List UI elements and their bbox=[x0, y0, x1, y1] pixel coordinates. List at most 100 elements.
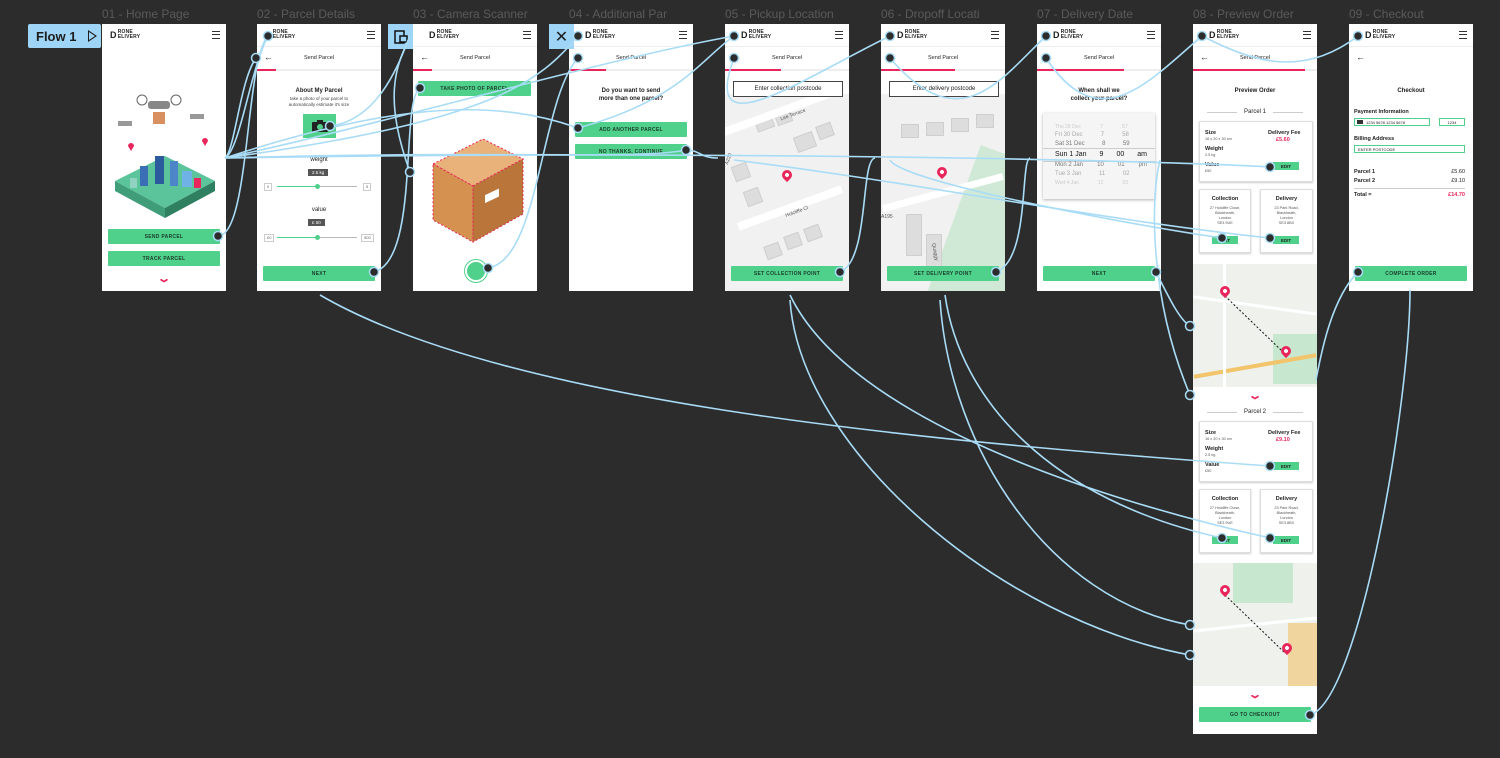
header-title: Send Parcel bbox=[772, 55, 802, 61]
edit-button[interactable]: EDIT bbox=[1273, 162, 1299, 170]
map-pin-icon bbox=[934, 164, 950, 180]
collection-postcode-input[interactable]: Enter collection postcode bbox=[733, 81, 843, 97]
next-button[interactable]: NEXT bbox=[1043, 266, 1155, 281]
frame-title[interactable]: 01 - Home Page bbox=[102, 7, 190, 21]
edit-button[interactable]: EDIT bbox=[1273, 536, 1299, 544]
continue-button[interactable]: NO THANKS, CONTINUE bbox=[575, 144, 687, 159]
back-arrow-icon[interactable]: ← bbox=[576, 52, 585, 62]
chevron-down-icon[interactable]: ⌄ bbox=[1247, 689, 1263, 701]
frame-title[interactable]: 07 - Delivery Date bbox=[1037, 7, 1134, 21]
frame-title[interactable]: 05 - Pickup Location bbox=[725, 7, 834, 21]
map-pin-icon bbox=[779, 167, 795, 183]
chevron-down-icon[interactable]: ⌄ bbox=[1247, 390, 1263, 402]
route-map[interactable] bbox=[1193, 563, 1317, 686]
menu-icon[interactable] bbox=[1147, 31, 1155, 39]
question-line-2: more than one parcel? bbox=[598, 96, 664, 102]
dropoff-map[interactable]: A195 Quaggy bbox=[881, 94, 1005, 291]
back-arrow-icon[interactable]: ← bbox=[420, 52, 429, 62]
edit-button[interactable]: EDIT bbox=[1273, 462, 1299, 470]
menu-icon[interactable] bbox=[1459, 31, 1467, 39]
take-photo-button[interactable]: TAKE PHOTO OF PARCEL bbox=[418, 81, 531, 96]
edit-button[interactable]: EDIT bbox=[1212, 236, 1238, 244]
edit-button[interactable]: EDIT bbox=[1273, 236, 1299, 244]
menu-icon[interactable] bbox=[1303, 31, 1311, 39]
shutter-button[interactable] bbox=[465, 260, 487, 282]
frame-title[interactable]: 03 - Camera Scanner bbox=[413, 7, 528, 21]
route-map[interactable] bbox=[1193, 264, 1317, 387]
go-to-checkout-button[interactable]: GO TO CHECKOUT bbox=[1199, 707, 1311, 722]
slider-knob[interactable] bbox=[315, 184, 320, 189]
weight-slider[interactable] bbox=[277, 184, 357, 189]
send-parcel-button[interactable]: SEND PARCEL bbox=[108, 229, 220, 244]
back-arrow-icon[interactable]: ← bbox=[1356, 52, 1365, 62]
cvv-input[interactable]: 1234 bbox=[1439, 118, 1465, 126]
credit-card-icon bbox=[1357, 120, 1363, 124]
header-title: Send Parcel bbox=[1084, 55, 1114, 61]
frame-title[interactable]: 02 - Parcel Details bbox=[257, 7, 356, 21]
menu-icon[interactable] bbox=[212, 31, 220, 39]
payment-label: Payment Information bbox=[1354, 109, 1409, 115]
track-parcel-button[interactable]: TRACK PARCEL bbox=[108, 251, 220, 266]
back-arrow-icon[interactable]: ← bbox=[888, 52, 897, 62]
frame-title[interactable]: 08 - Preview Order bbox=[1193, 7, 1294, 21]
menu-icon[interactable] bbox=[367, 31, 375, 39]
frame-title[interactable]: 04 - Additional Par bbox=[569, 7, 668, 21]
delivery-card: Delivery 23 Park Road, Blackheath, Londo… bbox=[1260, 189, 1313, 253]
preview-title: Preview Order bbox=[1234, 88, 1276, 94]
camera-button[interactable] bbox=[303, 114, 336, 138]
back-arrow-icon[interactable]: ← bbox=[1200, 52, 1209, 62]
header-title: Send Parcel bbox=[928, 55, 958, 61]
billing-postcode-input[interactable]: ENTER POSTCODE bbox=[1354, 145, 1465, 153]
back-arrow-icon[interactable]: ← bbox=[732, 52, 741, 62]
flow-start-tag[interactable]: Flow 1 bbox=[28, 24, 101, 48]
parcel-title: About My Parcel bbox=[295, 88, 343, 94]
back-arrow-icon[interactable]: ← bbox=[1044, 52, 1053, 62]
card-number-input[interactable]: 1234 5678 1234 5678 bbox=[1354, 118, 1430, 126]
sub-header: ←Send Parcel bbox=[413, 46, 537, 69]
device-icon[interactable] bbox=[388, 24, 413, 49]
close-icon[interactable]: ✕ bbox=[549, 24, 574, 49]
menu-icon[interactable] bbox=[523, 31, 531, 39]
frame-title[interactable]: 09 - Checkout bbox=[1349, 7, 1424, 21]
frame-title[interactable]: 06 - Dropoff Locati bbox=[881, 7, 980, 21]
menu-icon[interactable] bbox=[835, 31, 843, 39]
weight-label: weight bbox=[310, 157, 328, 163]
pickup-map[interactable]: Lee Terrace Holcliffe Cl A220 bbox=[725, 94, 849, 291]
set-collection-point-button[interactable]: SET COLLECTION POINT bbox=[731, 266, 843, 281]
menu-icon[interactable] bbox=[991, 31, 999, 39]
total-value: £14.70 bbox=[1448, 192, 1465, 198]
billing-label: Billing Address bbox=[1354, 136, 1395, 142]
chevron-down-icon[interactable]: ⌄ bbox=[156, 273, 172, 285]
collection-card: Collection 27 Holcliffe Close, Blackheat… bbox=[1199, 189, 1251, 253]
add-another-parcel-button[interactable]: ADD ANOTHER PARCEL bbox=[575, 122, 687, 137]
back-arrow-icon[interactable]: ← bbox=[264, 52, 273, 62]
value-slider[interactable] bbox=[277, 235, 357, 240]
question-line-1: When shall we bbox=[1078, 88, 1120, 94]
collection-card: Collection 27 Holcliffe Close, Blackheat… bbox=[1199, 489, 1251, 553]
set-delivery-point-button[interactable]: SET DELIVERY POINT bbox=[887, 266, 999, 281]
next-button[interactable]: NEXT bbox=[263, 266, 375, 281]
slider-knob[interactable] bbox=[315, 235, 320, 240]
delivery-postcode-input[interactable]: Enter delivery postcode bbox=[889, 81, 999, 97]
drone-city-illustration bbox=[115, 94, 215, 218]
menu-icon[interactable] bbox=[679, 31, 687, 39]
edit-button[interactable]: EDIT bbox=[1212, 536, 1238, 544]
complete-order-button[interactable]: COMPLETE ORDER bbox=[1355, 266, 1467, 281]
